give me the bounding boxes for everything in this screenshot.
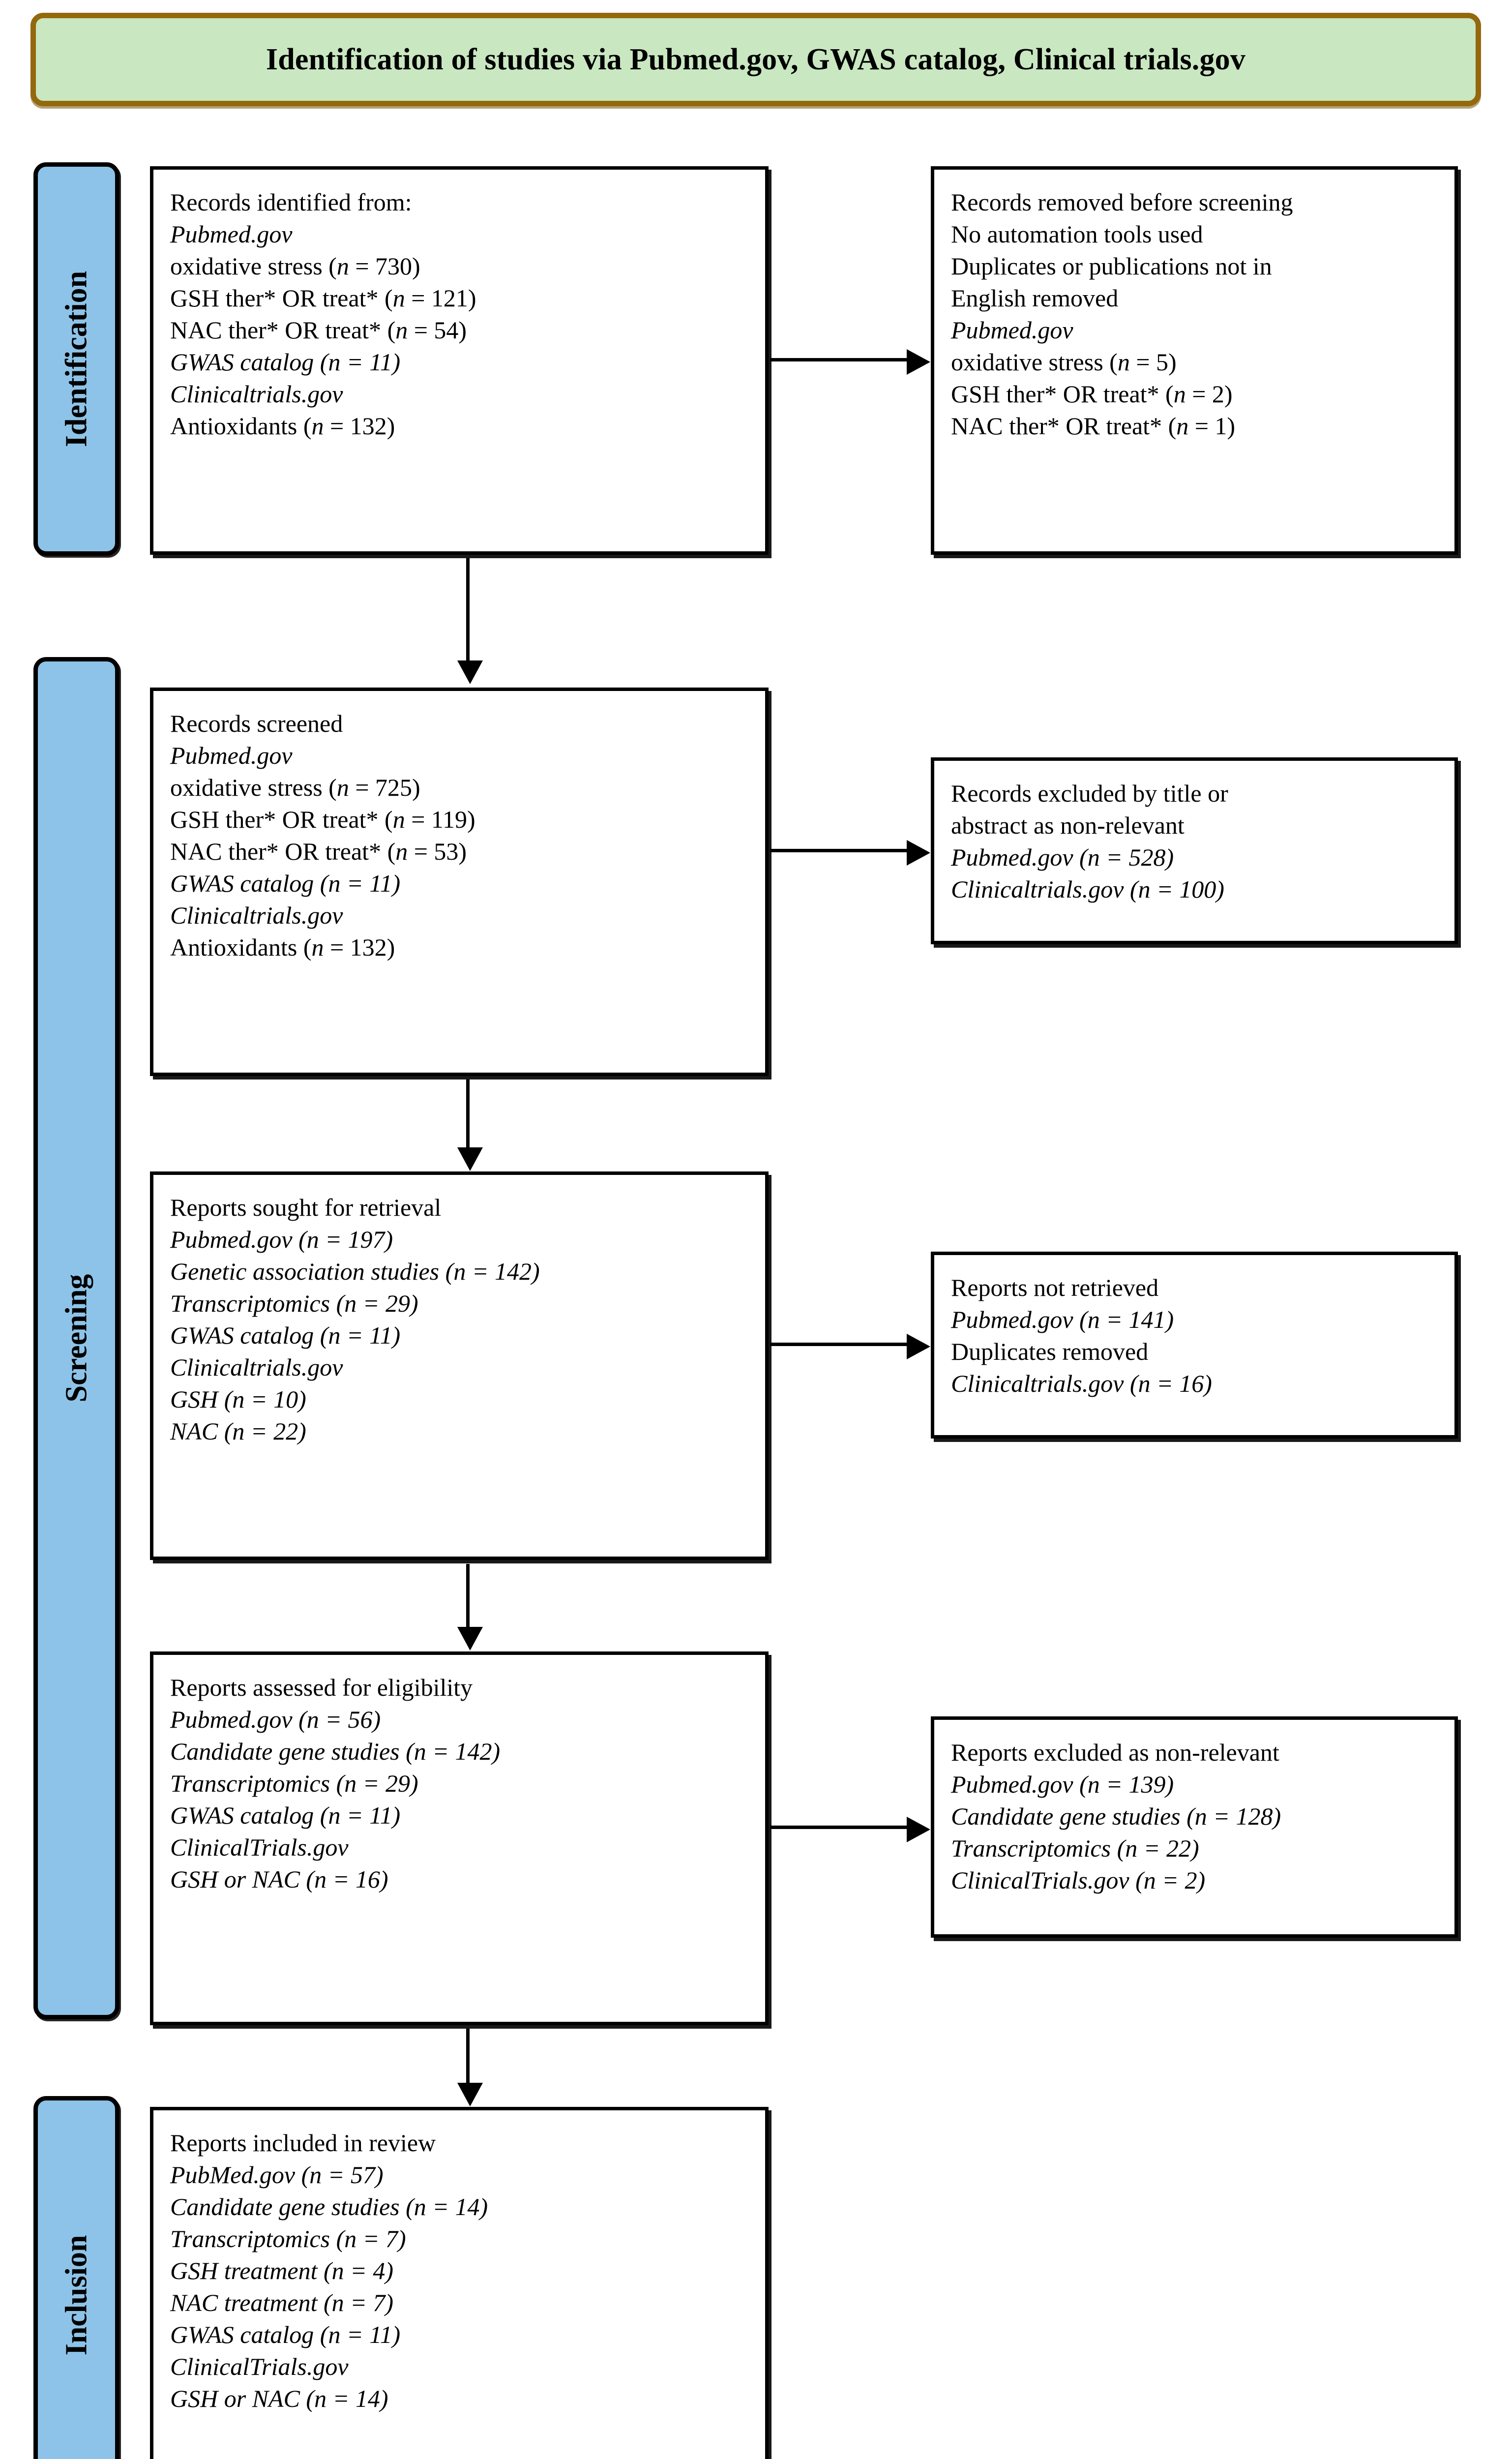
flow-box-line: NAC ther* OR treat* (n = 54): [170, 316, 467, 344]
arrow-assessed-to-excluded: [770, 1817, 930, 1842]
arrow-screened-to-sought: [457, 1080, 483, 1171]
flow-box-line: Clinicaltrials.gov: [170, 901, 343, 929]
flow-box-line: Reports excluded as non-relevant: [951, 1739, 1279, 1766]
stage-label-inclusion: Inclusion: [33, 2096, 119, 2459]
arrow-screened-to-excluded: [770, 840, 930, 866]
flow-box-line: Reports sought for retrieval: [170, 1194, 442, 1221]
flow-box-line: Pubmed.gov (n = 56): [170, 1706, 381, 1733]
flow-box-line: GWAS catalog (n = 11): [170, 1321, 401, 1349]
flow-box-line: Transcriptomics (n = 7): [170, 2225, 406, 2252]
page-title: Identification of studies via Pubmed.gov…: [266, 42, 1246, 76]
flow-box-line: NAC (n = 22): [170, 1417, 306, 1445]
flow-box-line: Reports included in review: [170, 2129, 436, 2157]
flow-box-line: ClinicalTrials.gov: [170, 2353, 349, 2380]
stage-label-text: Screening: [59, 1274, 93, 1403]
flow-box-line: Pubmed.gov (n = 197): [170, 1226, 393, 1253]
flow-box-line: oxidative stress (n = 5): [951, 348, 1177, 376]
flow-box-line: GSH or NAC (n = 14): [170, 2385, 388, 2412]
flow-box-line: NAC ther* OR treat* (n = 1): [951, 412, 1236, 440]
arrow-identified-to-screened: [457, 558, 483, 684]
arrow-identified-to-removed: [770, 349, 930, 375]
flow-box-line: Pubmed.gov: [951, 316, 1073, 344]
flow-box-line: Records screened: [170, 710, 343, 737]
flow-box-line: Candidate gene studies (n = 128): [951, 1802, 1281, 1830]
stage-label-text: Identification: [59, 270, 93, 448]
flow-box-records-excluded-title-abstract: Records excluded by title or abstract as …: [931, 757, 1458, 944]
stage-label-screening: Screening: [33, 657, 119, 2019]
flow-box-line: abstract as non-relevant: [951, 811, 1185, 839]
flow-box-line: Pubmed.gov: [170, 220, 293, 248]
flow-box-line: Genetic association studies (n = 142): [170, 1258, 540, 1285]
flow-box-line: Antioxidants (n = 132): [170, 412, 395, 440]
diagram-header-banner: Identification of studies via Pubmed.gov…: [30, 13, 1481, 106]
flow-box-line: Transcriptomics (n = 29): [170, 1289, 418, 1317]
flow-box-line: Reports not retrieved: [951, 1274, 1159, 1301]
flow-box-line: Reports assessed for eligibility: [170, 1674, 473, 1701]
flow-box-line: GSH ther* OR treat* (n = 121): [170, 284, 476, 312]
stage-label-identification: Identification: [33, 162, 119, 556]
flow-box-line: Clinicaltrials.gov: [170, 380, 343, 408]
flow-box-records-identified: Records identified from: Pubmed.gov oxidat…: [150, 166, 769, 555]
flow-box-line: GSH or NAC (n = 16): [170, 1865, 388, 1893]
flow-box-line: Clinicaltrials.gov (n = 16): [951, 1370, 1212, 1397]
flow-box-line: Records removed before screening: [951, 188, 1293, 216]
flow-box-line: Clinicaltrials.gov: [170, 1353, 343, 1381]
flow-box-line: ClinicalTrials.gov: [170, 1833, 349, 1861]
flow-box-line: Antioxidants (n = 132): [170, 933, 395, 961]
flow-box-line: Duplicates or publications not in: [951, 252, 1272, 280]
arrow-sought-to-assessed: [457, 1564, 483, 1650]
flow-box-line: NAC ther* OR treat* (n = 53): [170, 838, 467, 865]
flow-box-line: Transcriptomics (n = 29): [170, 1769, 418, 1797]
flow-box-line: Duplicates removed: [951, 1338, 1149, 1365]
flow-box-records-removed: Records removed before screening No autom…: [931, 166, 1458, 555]
flow-box-line: Records identified from:: [170, 188, 412, 216]
flow-box-line: Records excluded by title or: [951, 780, 1228, 807]
flow-box-line: GSH treatment (n = 4): [170, 2257, 394, 2284]
flow-box-line: ClinicalTrials.gov (n = 2): [951, 1866, 1206, 1894]
flow-box-line: Pubmed.gov (n = 141): [951, 1306, 1174, 1333]
flow-box-line: GSH ther* OR treat* (n = 2): [951, 380, 1233, 408]
flow-box-line: Clinicaltrials.gov (n = 100): [951, 875, 1224, 903]
flow-box-line: Pubmed.gov (n = 139): [951, 1770, 1174, 1798]
flow-box-line: Transcriptomics (n = 22): [951, 1834, 1199, 1862]
flow-box-line: GWAS catalog (n = 11): [170, 348, 401, 376]
flow-box-line: Candidate gene studies (n = 14): [170, 2193, 488, 2220]
flow-box-line: NAC treatment (n = 7): [170, 2289, 394, 2316]
flow-box-line: Pubmed.gov (n = 528): [951, 843, 1174, 871]
flow-box-line: No automation tools used: [951, 220, 1203, 248]
flow-box-line: PubMed.gov (n = 57): [170, 2161, 384, 2189]
flow-box-line: GWAS catalog (n = 11): [170, 2321, 401, 2348]
arrow-assessed-to-included: [457, 2029, 483, 2106]
flow-box-line: Pubmed.gov: [170, 742, 293, 769]
flow-box-line: oxidative stress (n = 730): [170, 252, 420, 280]
arrow-sought-to-not-retrieved: [770, 1334, 930, 1359]
flow-box-line: GSH (n = 10): [170, 1385, 306, 1413]
flow-box-line: oxidative stress (n = 725): [170, 774, 420, 801]
flow-box-line: GWAS catalog (n = 11): [170, 1801, 401, 1829]
flow-box-line: GWAS catalog (n = 11): [170, 870, 401, 897]
flow-box-line: Candidate gene studies (n = 142): [170, 1738, 501, 1765]
flow-box-line: English removed: [951, 284, 1119, 312]
stage-label-text: Inclusion: [59, 2235, 93, 2356]
flow-box-line: GSH ther* OR treat* (n = 119): [170, 806, 475, 833]
